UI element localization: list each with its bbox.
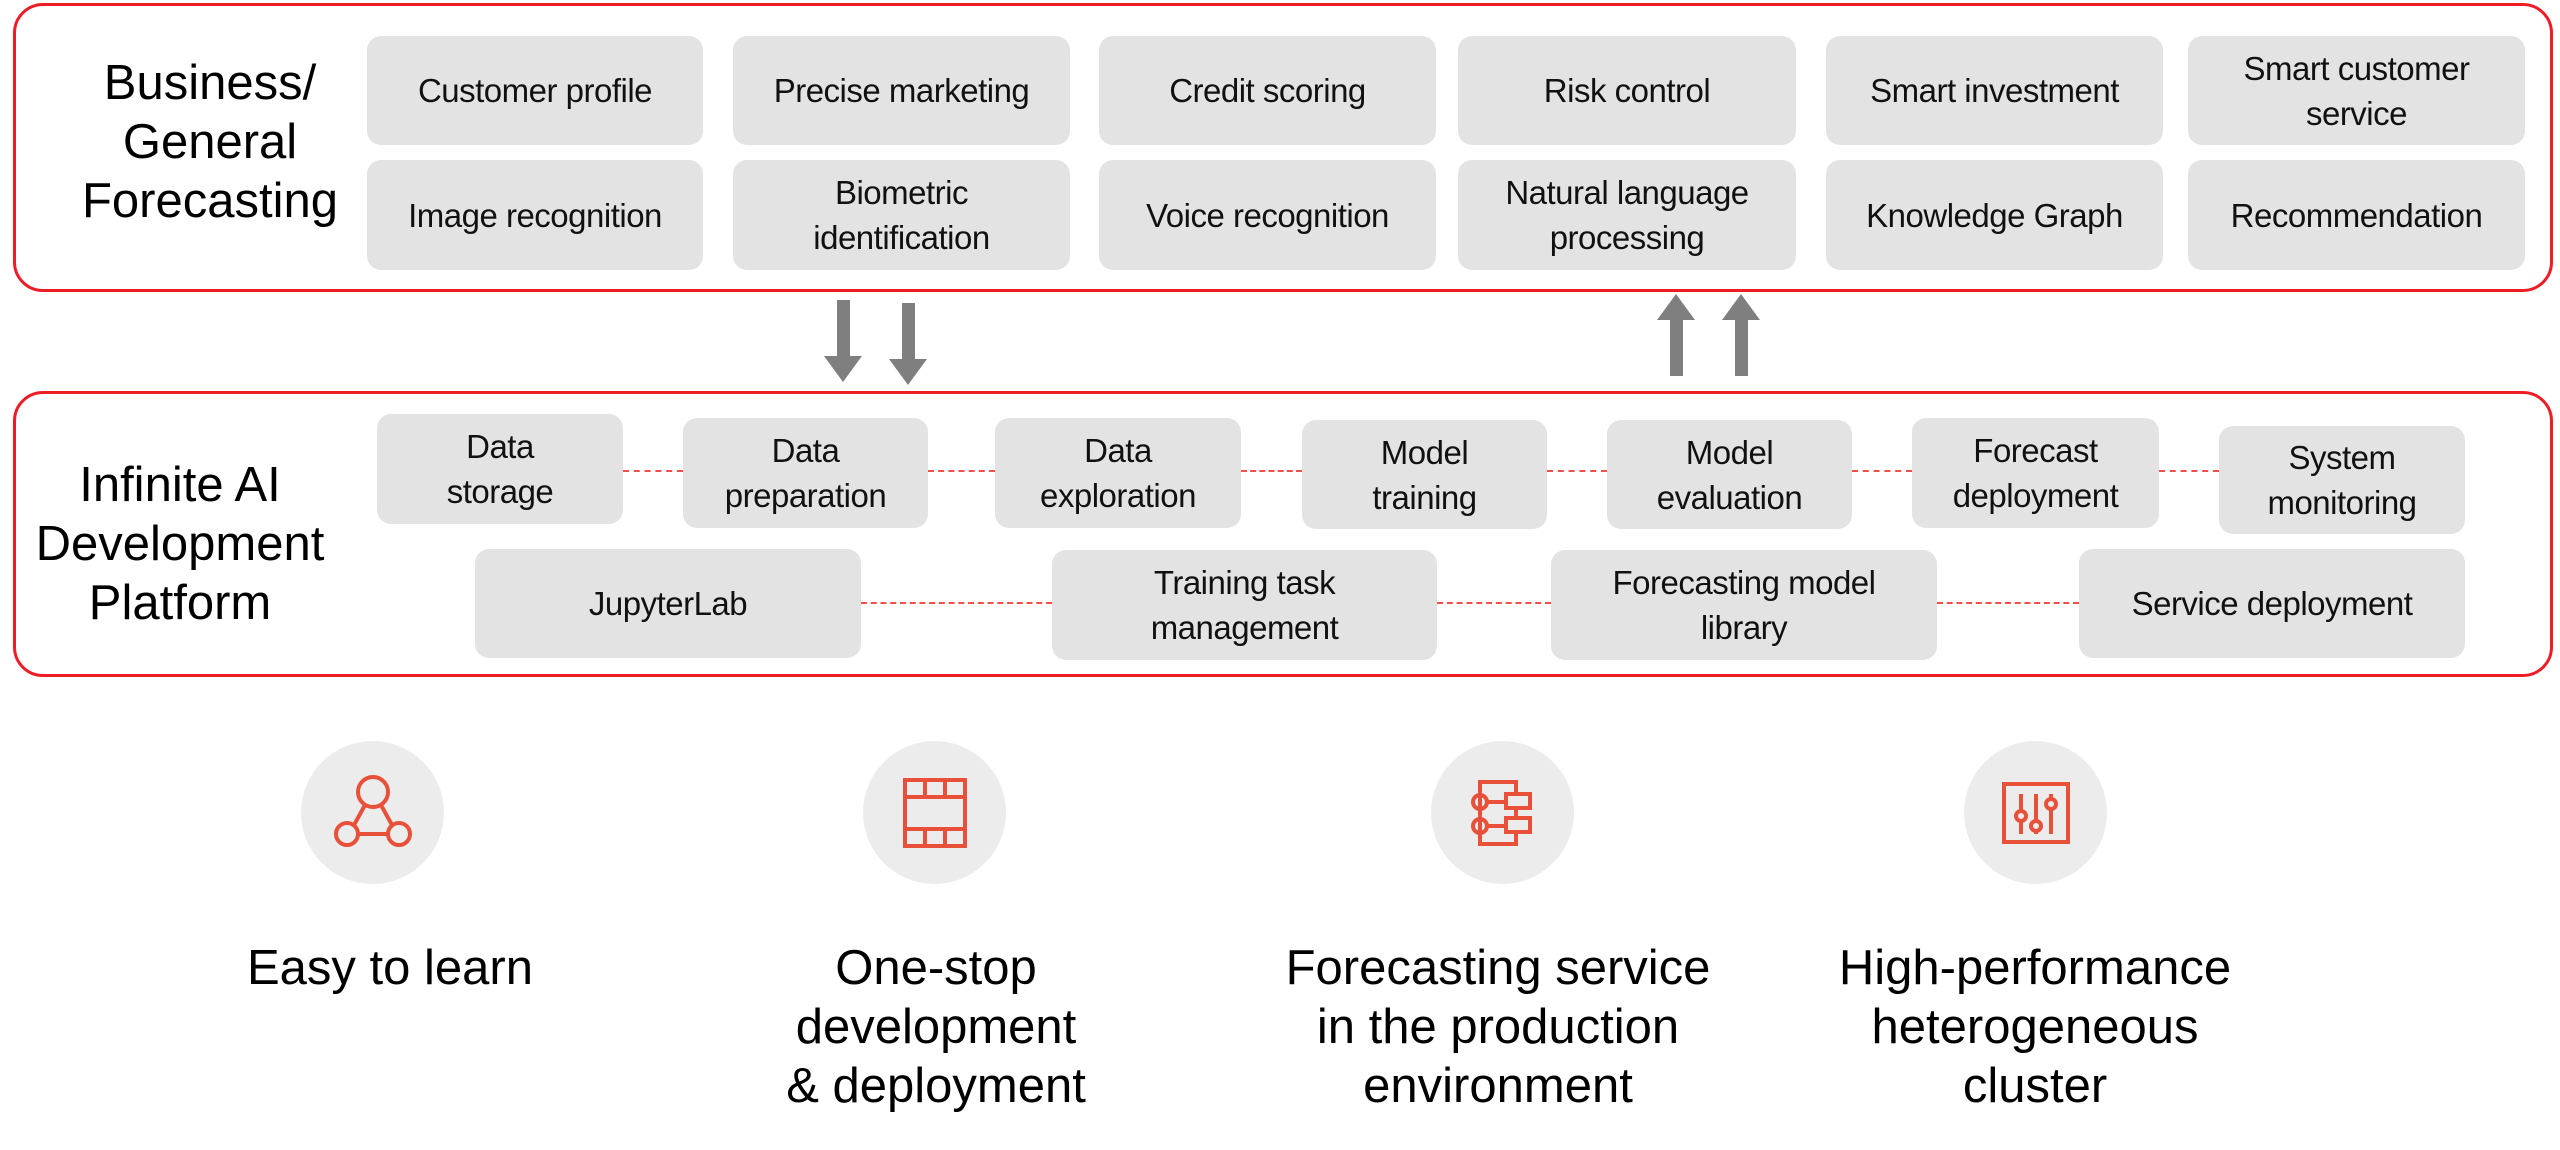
card-image-recognition: Image recognition (367, 160, 703, 270)
card-system-monitoring: System monitoring (2219, 426, 2465, 534)
card-data-preparation: Data preparation (683, 418, 928, 528)
card-natural-language-processing: Natural language processing (1458, 160, 1796, 270)
platform-layer-title: Infinite AI Development Platform (35, 458, 325, 630)
card-forecast-deployment: Forecast deployment (1912, 418, 2159, 528)
card-customer-profile: Customer profile (367, 36, 703, 145)
connector-line (1937, 602, 2079, 604)
connector-line (1547, 470, 1607, 472)
card-biometric-identification: Biometric identification (733, 160, 1070, 270)
flow-structure-icon (1470, 779, 1532, 846)
card-precise-marketing: Precise marketing (733, 36, 1070, 145)
film-strip-icon (902, 777, 967, 848)
card-data-storage: Data storage (377, 414, 623, 524)
card-smart-customer-service: Smart customer service (2188, 36, 2525, 145)
card-credit-scoring: Credit scoring (1099, 36, 1436, 145)
card-data-exploration: Data exploration (995, 418, 1241, 528)
connector-line (2159, 470, 2219, 472)
feature-label-forecasting-service: Forecasting service in the production en… (1285, 941, 1711, 1113)
feature-label-easy-to-learn: Easy to learn (247, 941, 533, 995)
card-training-task-management: Training task management (1052, 550, 1437, 660)
card-risk-control: Risk control (1458, 36, 1796, 145)
arrow-up-icon (1657, 294, 1695, 376)
card-recommendation: Recommendation (2188, 160, 2525, 270)
card-model-training: Model training (1302, 420, 1547, 529)
business-layer-frame (13, 3, 2553, 292)
connector-line (623, 470, 683, 472)
card-model-evaluation: Model evaluation (1607, 420, 1852, 529)
feature-icon-circle (301, 741, 444, 884)
connector-line (928, 470, 995, 472)
feature-icon-circle (1431, 741, 1574, 884)
connector-line (1852, 470, 1912, 472)
card-knowledge-graph: Knowledge Graph (1826, 160, 2163, 270)
arrow-up-icon (1722, 294, 1760, 376)
connector-line (1241, 470, 1302, 472)
card-smart-investment: Smart investment (1826, 36, 2163, 145)
card-voice-recognition: Voice recognition (1099, 160, 1436, 270)
feature-icon-circle (1964, 741, 2107, 884)
sliders-icon (2001, 781, 2070, 844)
arrow-down-icon (889, 303, 927, 385)
feature-icon-circle (863, 741, 1006, 884)
card-jupyterlab: JupyterLab (475, 549, 861, 658)
connector-line (1437, 602, 1551, 604)
arrow-down-icon (824, 300, 862, 382)
feature-label-one-stop: One-stop development & deployment (786, 941, 1086, 1113)
card-forecasting-model-library: Forecasting model library (1551, 550, 1937, 660)
feature-label-high-performance: High-performance heterogeneous cluster (1838, 941, 2232, 1113)
connector-line (861, 602, 1052, 604)
network-nodes-icon (333, 774, 412, 847)
card-service-deployment: Service deployment (2079, 549, 2465, 658)
platform-layer-frame (13, 391, 2553, 677)
business-layer-title: Business/ General Forecasting (81, 56, 338, 228)
